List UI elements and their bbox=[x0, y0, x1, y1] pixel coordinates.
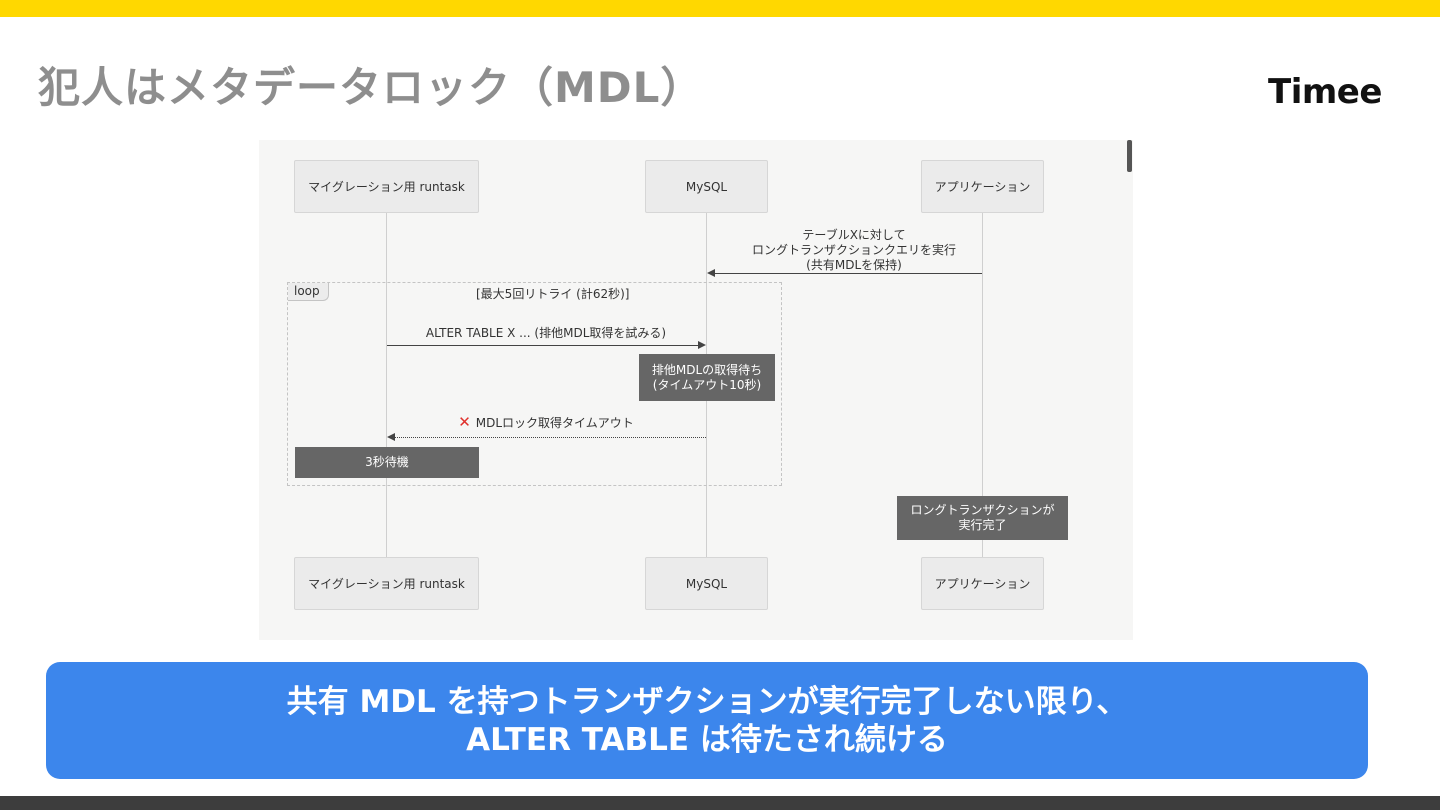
callout-line-1: 共有 MDL を持つトランザクションが実行完了しない限り、 bbox=[286, 683, 1128, 720]
app-query-label: テーブルXに対して ロングトランザクションクエリを実行 (共有MDLを保持) bbox=[751, 228, 956, 272]
close-icon: ✕ bbox=[458, 413, 471, 431]
loop-frame: loop [最大5回リトライ (計62秒)] bbox=[287, 282, 782, 486]
arrow-head bbox=[387, 433, 395, 441]
footer-bar bbox=[0, 796, 1440, 810]
sequence-diagram: マイグレーション用 runtask MySQL アプリケーション テーブルXに対… bbox=[259, 140, 1133, 640]
participant-label: MySQL bbox=[685, 179, 728, 194]
top-accent-bar bbox=[0, 0, 1440, 17]
key-message-callout: 共有 MDL を持つトランザクションが実行完了しない限り、 ALTER TABL… bbox=[46, 662, 1368, 779]
loop-condition: [最大5回リトライ (計62秒)] bbox=[476, 287, 630, 301]
participant-application-top: アプリケーション bbox=[921, 160, 1044, 213]
arrow-head bbox=[707, 269, 715, 277]
loop-tag: loop bbox=[288, 283, 329, 301]
timeout-message-label: ✕MDLロック取得タイムアウト bbox=[458, 413, 634, 431]
participant-migration-bottom: マイグレーション用 runtask bbox=[294, 557, 479, 610]
lifeline-migration bbox=[386, 212, 387, 558]
alter-message-label: ALTER TABLE X ... (排他MDL取得を試みる) bbox=[425, 326, 667, 340]
participant-migration-top: マイグレーション用 runtask bbox=[294, 160, 479, 213]
participant-mysql-bottom: MySQL bbox=[645, 557, 768, 610]
participant-label: マイグレーション用 runtask bbox=[308, 577, 465, 591]
alter-message-arrow bbox=[387, 345, 698, 346]
participant-label: アプリケーション bbox=[934, 577, 1031, 591]
lifeline-application bbox=[982, 212, 983, 558]
participant-label: マイグレーション用 runtask bbox=[308, 180, 465, 194]
slide-title: 犯人はメタデータロック（MDL） bbox=[38, 63, 704, 112]
participant-label: アプリケーション bbox=[934, 180, 1031, 194]
participant-label: MySQL bbox=[685, 576, 728, 591]
app-query-arrow bbox=[714, 273, 982, 274]
participant-application-bottom: アプリケーション bbox=[921, 557, 1044, 610]
scrollbar-thumb[interactable] bbox=[1127, 140, 1132, 172]
callout-line-2: ALTER TABLE は待たされ続ける bbox=[466, 721, 948, 758]
wait-note: 排他MDLの取得待ち (タイムアウト10秒) bbox=[639, 354, 775, 401]
complete-note: ロングトランザクションが 実行完了 bbox=[897, 496, 1068, 540]
timee-logo: Timee bbox=[1268, 72, 1382, 112]
arrow-head bbox=[698, 341, 706, 349]
timeout-reply-arrow bbox=[395, 437, 706, 438]
sleep-note: 3秒待機 bbox=[295, 447, 479, 478]
participant-mysql-top: MySQL bbox=[645, 160, 768, 213]
